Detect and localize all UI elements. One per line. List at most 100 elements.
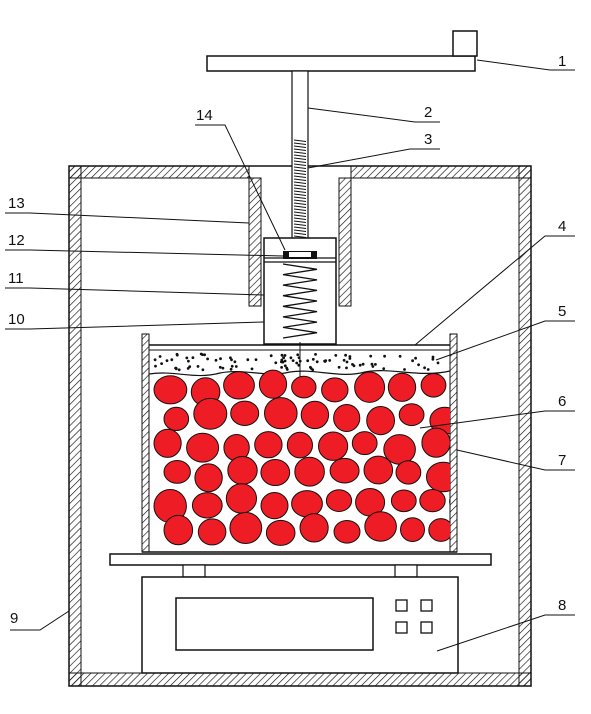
fine-particle xyxy=(306,359,310,363)
thread-line xyxy=(293,196,307,199)
fine-particle xyxy=(234,365,238,368)
thread-line xyxy=(293,178,307,181)
thread-line xyxy=(293,154,307,157)
fine-particle xyxy=(383,354,386,358)
fine-particle xyxy=(382,367,386,370)
fine-particle xyxy=(274,361,278,365)
thread-line xyxy=(293,229,307,232)
thread-line xyxy=(293,193,307,196)
fine-particle xyxy=(230,358,233,362)
thread-line xyxy=(293,169,307,172)
thread-line xyxy=(293,190,307,193)
outer-housing xyxy=(68,165,532,687)
label-9: 9 xyxy=(10,610,18,627)
fine-particle xyxy=(344,353,347,357)
fine-particle xyxy=(314,353,317,356)
fine-particle xyxy=(403,368,406,371)
thread-line xyxy=(293,208,307,211)
coarse-particle xyxy=(364,511,397,542)
guide-sleeve xyxy=(248,177,352,307)
thread-line xyxy=(293,142,307,145)
handle xyxy=(206,30,478,72)
coarse-particle xyxy=(186,432,220,463)
coarse-particle xyxy=(197,518,227,546)
fine-particle xyxy=(170,358,174,362)
fine-particle xyxy=(374,363,377,366)
coarse-particle xyxy=(229,512,263,544)
fine-particle xyxy=(203,353,207,357)
fine-particle xyxy=(436,361,440,365)
coarse-particle xyxy=(300,400,330,430)
coarse-particle xyxy=(286,431,313,459)
label-7: 7 xyxy=(558,452,566,469)
thread-line xyxy=(293,220,307,223)
coarse-particle xyxy=(318,431,349,461)
fine-particle xyxy=(214,358,218,362)
coarse-particle xyxy=(291,490,323,518)
fine-particle xyxy=(283,364,287,368)
fine-particle xyxy=(218,365,222,369)
coarse-particle xyxy=(294,456,325,487)
fine-particle xyxy=(206,357,210,361)
thread-line xyxy=(293,157,307,160)
label-14: 14 xyxy=(196,107,213,124)
fine-particle xyxy=(246,358,250,362)
thread-line xyxy=(293,148,307,151)
fine-particle xyxy=(414,356,417,360)
key-button[interactable] xyxy=(420,621,433,634)
fine-particle xyxy=(154,364,157,368)
fine-particle xyxy=(177,368,181,372)
coarse-particle xyxy=(366,406,396,436)
thread-line xyxy=(293,199,307,202)
fine-particle xyxy=(431,357,435,361)
coarse-particles xyxy=(153,369,450,546)
coarse-particle xyxy=(264,397,298,430)
coarse-particle xyxy=(351,431,378,456)
thread-line xyxy=(293,160,307,163)
fine-particle xyxy=(328,359,332,362)
thread-line xyxy=(293,163,307,166)
fine-particle xyxy=(431,355,435,359)
coarse-particle xyxy=(354,371,386,403)
coarse-particle xyxy=(254,431,283,459)
fine-particle xyxy=(280,353,284,357)
coarse-particle xyxy=(333,520,361,544)
fine-particle xyxy=(187,359,190,363)
fine-particle xyxy=(199,352,203,356)
coarse-particle xyxy=(227,456,258,485)
coarse-particle xyxy=(333,404,361,432)
thread-line xyxy=(293,172,307,175)
coarse-particle xyxy=(420,373,447,398)
coarse-particle xyxy=(428,518,450,542)
fine-particle xyxy=(158,355,162,358)
fine-particle xyxy=(323,360,327,363)
key-button[interactable] xyxy=(395,621,408,634)
thread-line xyxy=(293,139,307,142)
thread-line xyxy=(293,181,307,184)
key-button[interactable] xyxy=(420,599,433,612)
coarse-particle xyxy=(363,455,394,485)
fine-particle xyxy=(337,365,341,369)
label-11: 11 xyxy=(8,270,24,287)
fine-particle xyxy=(160,362,164,365)
fine-particle xyxy=(153,358,157,362)
coarse-particle xyxy=(329,457,360,484)
spring xyxy=(282,263,318,339)
thread-line xyxy=(293,217,307,220)
fine-particle xyxy=(370,362,374,366)
fine-particle xyxy=(283,354,287,357)
fine-particle xyxy=(423,366,426,370)
coarse-particle xyxy=(260,492,289,520)
fine-particle xyxy=(311,357,315,361)
coarse-particle xyxy=(163,514,194,546)
key-button[interactable] xyxy=(395,599,408,612)
coarse-particle xyxy=(419,489,446,513)
label-1: 1 xyxy=(558,53,566,70)
coarse-particle xyxy=(265,519,296,546)
coarse-particle xyxy=(325,489,353,513)
layer-boundary xyxy=(148,370,451,377)
fine-particle xyxy=(345,360,349,364)
fine-particle-layer xyxy=(153,352,440,372)
coarse-particle xyxy=(258,369,288,399)
